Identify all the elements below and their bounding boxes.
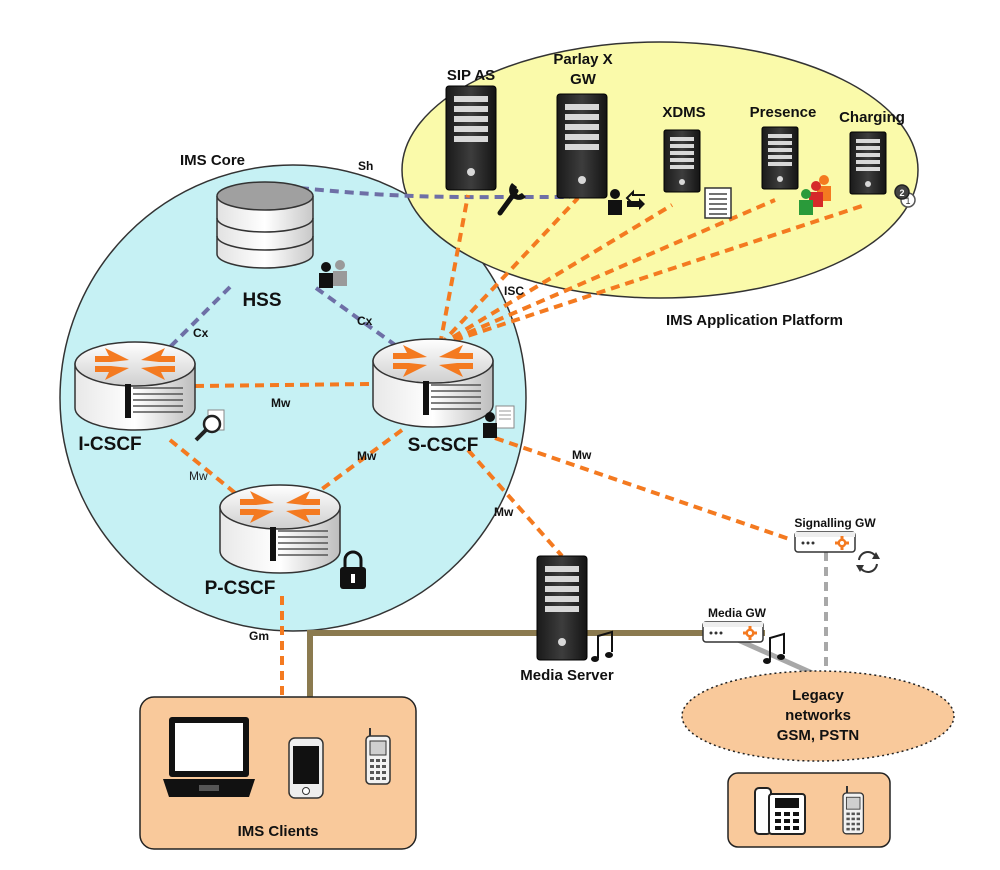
signalling-gw-label: Signalling GW — [794, 516, 876, 530]
user-profile-icon — [483, 405, 515, 438]
legacy-terminals-box — [727, 772, 891, 848]
desk-phone-icon — [754, 787, 806, 835]
bearer-path — [307, 630, 765, 697]
isc-links — [438, 194, 866, 347]
ims-core-label: IMS Core — [180, 152, 245, 169]
charging-label: Charging — [839, 109, 905, 126]
parlay-gw-server-icon — [556, 93, 608, 199]
icscf-router-icon — [74, 341, 196, 431]
lock-icon — [340, 550, 366, 589]
legacy-label-line3: GSM, PSTN — [777, 727, 860, 744]
media-gw-icon — [702, 621, 764, 643]
cycle-icon — [856, 551, 880, 573]
iface-mw-icscf-pcscf: Mw — [189, 469, 208, 483]
sip-as-label: SIP AS — [447, 67, 495, 84]
iface-cx-right: Cx — [357, 314, 373, 328]
pcscf-router-icon — [219, 484, 341, 574]
scscf-label: S-CSCF — [408, 435, 479, 456]
xdms-label: XDMS — [662, 104, 705, 121]
smartphone-icon — [288, 737, 324, 799]
scscf-router-icon — [372, 338, 494, 428]
hss-label: HSS — [242, 290, 281, 311]
icscf-label: I-CSCF — [78, 434, 141, 455]
mobile-phone-icon — [365, 728, 391, 785]
legacy-label-line2: networks — [785, 707, 851, 724]
media-server-label: Media Server — [520, 667, 614, 684]
svg-text:2: 2 — [899, 188, 904, 198]
iface-sh: Sh — [358, 159, 373, 173]
wrench-icon — [497, 183, 526, 216]
iface-cx-left: Cx — [193, 326, 209, 340]
music-note-icon — [590, 631, 614, 663]
iface-mw-scscf-pcscf: Mw — [357, 449, 377, 463]
laptop-icon — [163, 717, 255, 797]
database-icon — [216, 181, 314, 269]
xdms-server-icon — [663, 129, 701, 193]
pcscf-label: P-CSCF — [205, 578, 276, 599]
ims-clients-label: IMS Clients — [238, 823, 319, 840]
mw-link-media-server — [466, 448, 564, 558]
user-exchange-icon — [608, 189, 645, 215]
parlay-label-line1: Parlay X — [553, 51, 612, 68]
presence-label: Presence — [750, 104, 817, 121]
document-icon — [704, 187, 732, 219]
iface-mw-media: Mw — [494, 505, 514, 519]
media-gw-label: Media GW — [708, 606, 767, 620]
iface-mw-center: Mw — [271, 396, 291, 410]
ims-app-platform-label: IMS Application Platform — [666, 312, 843, 329]
iface-isc: ISC — [504, 284, 524, 298]
cx-link-scscf — [314, 286, 404, 352]
presence-server-icon — [761, 126, 799, 190]
media-gw-note-icon — [762, 633, 786, 665]
iface-gm: Gm — [249, 629, 269, 643]
svg-text:1: 1 — [905, 196, 910, 206]
legacy-mobile-icon — [842, 786, 865, 835]
ims-core-region — [59, 164, 527, 632]
media-server-icon — [536, 555, 588, 661]
coins-icon: 2 1 — [894, 184, 916, 208]
iface-mw-signalling: Mw — [572, 448, 592, 462]
magnifier-icon — [194, 409, 225, 442]
parlay-label-line2: GW — [570, 71, 597, 88]
legacy-label-line1: Legacy — [792, 687, 844, 704]
charging-server-icon — [849, 131, 887, 195]
ims-app-platform-region — [401, 41, 919, 299]
mw-link-icscf-pcscf — [168, 438, 242, 499]
mw-link-signalling-gw — [494, 436, 793, 542]
signalling-gw-icon — [794, 531, 856, 553]
mw-link-scscf-pcscf — [316, 428, 404, 494]
legacy-networks-region — [681, 670, 955, 762]
sip-as-server-icon — [445, 85, 497, 191]
